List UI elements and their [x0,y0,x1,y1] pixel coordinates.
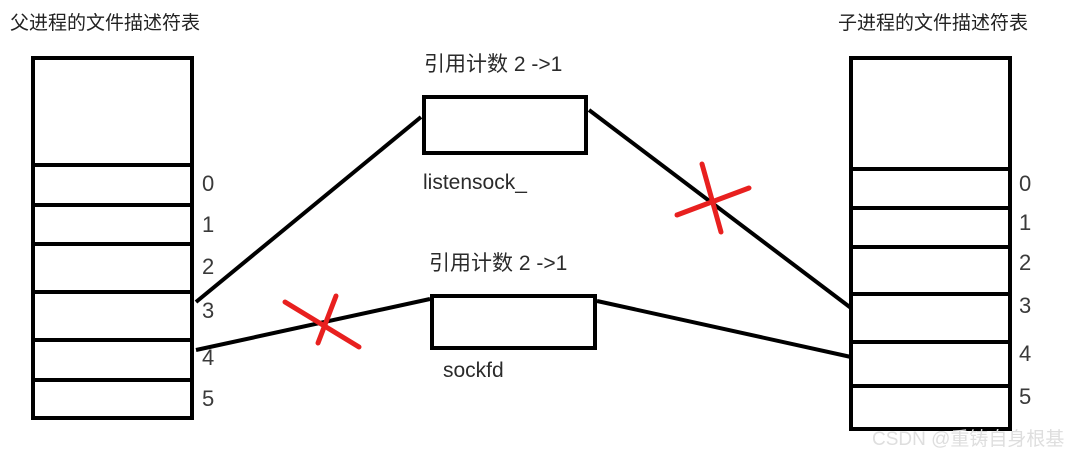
child-fd-row-0[interactable] [853,167,1008,206]
link-listensock-to-child3 [587,108,853,310]
parent-fd-label-2: 2 [202,254,215,279]
child-fd-label-4: 4 [1019,341,1032,366]
parent-fd-row-3[interactable] [35,290,190,338]
parent-fd-label-4: 4 [202,345,215,370]
child-fd-label-1: 1 [1019,210,1032,235]
parent-fd-row-4[interactable] [35,338,190,378]
cut-mark-parent-sockfd [282,293,362,350]
parent-fd-table [31,56,194,420]
child-fd-label-5: 5 [1019,384,1032,409]
sockfd-caption: sockfd [443,359,504,382]
link-sockfd-to-child4 [596,299,852,359]
parent-table-title: 父进程的文件描述符表 [10,13,201,34]
cut-mark-listensock-child [674,161,752,235]
parent-fd-row-0[interactable] [35,163,190,203]
parent-fd-label-1: 1 [202,212,215,237]
parent-fd-label-3: 3 [202,298,215,323]
listensock-file-box [422,95,588,155]
listensock-caption: listensock_ [423,171,527,194]
child-fd-row-5[interactable] [853,384,1008,427]
child-fd-label-0: 0 [1019,171,1032,196]
child-fd-label-2: 2 [1019,250,1032,275]
child-fd-row-1[interactable] [853,206,1008,245]
parent-fd-row-2[interactable] [35,242,190,290]
parent-fd-label-0: 0 [202,171,215,196]
child-fd-label-3: 3 [1019,293,1032,318]
child-fd-row-2[interactable] [853,245,1008,292]
listensock-ref-count: 引用计数 2 ->1 [424,53,563,76]
csdn-watermark: CSDN @重铸自身根基 [872,429,1065,450]
sockfd-file-box [430,294,597,350]
link-parent3-to-listensock [194,115,423,304]
child-fd-row-3[interactable] [853,292,1008,340]
parent-fd-label-5: 5 [202,386,215,411]
sockfd-ref-count: 引用计数 2 ->1 [429,252,568,275]
child-table-title: 子进程的文件描述符表 [838,13,1029,34]
child-fd-table [849,56,1012,431]
parent-fd-row-1[interactable] [35,203,190,242]
parent-fd-row-5[interactable] [35,378,190,420]
link-parent4-to-sockfd [195,297,431,352]
child-fd-row-4[interactable] [853,340,1008,384]
